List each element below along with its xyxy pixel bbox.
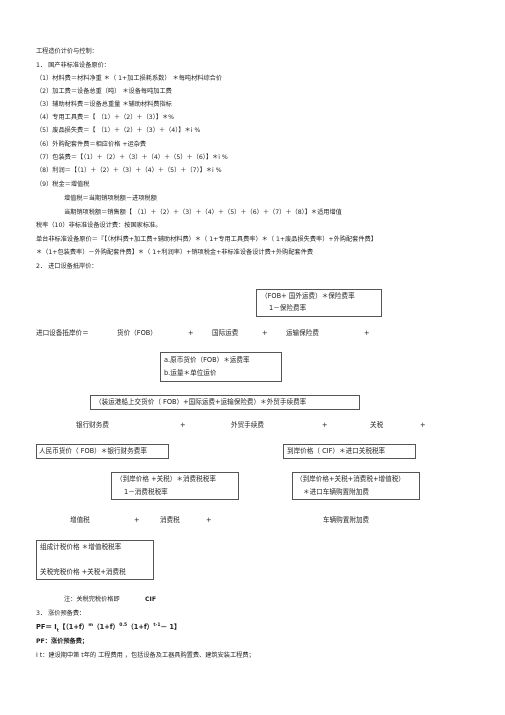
consumption-tax-denominator: 1－消费税税率: [124, 488, 168, 496]
s1-item-9: （9）税金＝增值税: [36, 181, 90, 188]
vat-label: 增值税: [70, 516, 90, 524]
s1-item-5: （5）废品损失费＝【 （1）＋（2）＋（3）＋（4）】＊i %: [36, 127, 201, 134]
tariff-box: 到岸价格（ CIF）＊进口关税税率: [283, 444, 416, 459]
vat-line-1: 增值税＝当期销项税额－进项税额: [64, 195, 157, 202]
formula-sup-m: m: [88, 623, 94, 628]
formula-sup-half: 0.5: [119, 623, 128, 628]
consumption-tax-numerator: （到岸价格 +关税）＊消费税税率: [116, 475, 216, 483]
vat-line-3: 税率（10）非标准设备设计费：按国家标准。: [36, 222, 162, 229]
plus-sign: +: [134, 516, 140, 524]
insurance-fee-denominator: 1－保险费率: [269, 304, 307, 312]
tariff-label: 关税: [370, 421, 384, 429]
plus-sign: +: [188, 329, 194, 337]
foreign-trade-fee-formula: （装运港船上交货价（ FOB）+国际运费+运输保险费）＊外贸手续费率: [95, 398, 307, 406]
plus-sign: +: [364, 329, 370, 337]
bank-fee-label: 银行财务费: [76, 421, 109, 429]
formula-subscript-t: t: [56, 628, 59, 634]
s1-item-7: （7）包装费＝【（1）＋（2）＋（3）＋（4）＋（5）＋（6）】＊i %: [36, 154, 228, 161]
s1-item-1: （1）材料费＝材料净重 ＊（ 1+加工损耗系数） ＊每吨材料综合价: [36, 75, 223, 82]
freight-method-a: a.原币货价（FOB）＊运费率: [164, 356, 250, 364]
pf-definition: PF：涨价预备费；: [36, 638, 89, 645]
bank-fee-formula: 人民币货价（ FOB）＊银行财务费率: [39, 447, 147, 455]
bank-fee-box: 人民币货价（ FOB）＊银行财务费率: [36, 444, 169, 459]
formula-d: － 1】: [160, 623, 181, 631]
vat-formula-numerator: 组成计税价格 ＊增值税税率: [40, 543, 122, 551]
s1-item-3: （3）辅助材料费＝设备总重量 ＊辅助材料费指标: [36, 101, 172, 108]
foreign-trade-fee-box: （装运港船上交货价（ FOB）+国际运费+运输保险费）＊外贸手续费率: [90, 395, 360, 410]
transport-insurance-label: 运输保险费: [286, 329, 319, 337]
formula-c: （1+f）: [127, 623, 154, 631]
vehicle-surcharge-box: （到岸价格+关税+消费税+增值税） ＊进口车辆购置附加费: [292, 472, 420, 500]
insurance-fee-numerator: （FOB+ 国外运费）＊保险费率: [261, 292, 355, 300]
intl-freight-label: 国际运费: [212, 329, 239, 337]
note-label: 注：关税完税价格即: [64, 596, 120, 603]
plus-sign: +: [322, 421, 328, 429]
freight-method-b: b.运量＊单位运价: [164, 369, 217, 377]
formula-sup-t1: t-1: [153, 623, 161, 628]
landed-price-label: 进口设备抵岸价＝: [36, 329, 89, 337]
vehicle-surcharge-line-2: ＊进口车辆购置附加费: [303, 488, 369, 496]
vat-formula-box: 组成计税价格 ＊增值税税率 关税完税价格 +关税+消费税: [36, 540, 154, 580]
vehicle-surcharge-line-1: （到岸价格+关税+消费税+增值税）: [296, 475, 405, 483]
unit-price-line-2: ＊（1+包装费率）－外购配套件费】＊（ 1+利润率）+销项税金+非标准设备设计费…: [36, 249, 314, 256]
insurance-fee-box: （FOB+ 国外运费）＊保险费率 1－保险费率: [256, 289, 382, 317]
s1-item-6: （6）外购配套件费＝相应价格 +运杂费: [36, 141, 147, 148]
formula-lhs: PF＝ I: [36, 623, 57, 631]
formula-a: 【（1+f）: [58, 623, 89, 631]
tariff-formula: 到岸价格（ CIF）＊进口关税税率: [287, 447, 386, 455]
it-definition: I t：建设期中第 t年的 工程费用 ，包括设备及工器具购置费、建筑安装工程费；: [36, 652, 255, 659]
s1-item-4: （4）专用工具费＝【 （1）＋（2）＋（3）】＊%: [36, 114, 175, 121]
plus-sign: +: [262, 329, 268, 337]
consumption-tax-label: 消费税: [160, 516, 180, 524]
note-cif: CIF: [145, 596, 157, 603]
consumption-tax-box: （到岸价格 +关税）＊消费税税率 1－消费税税率: [111, 472, 239, 500]
intl-freight-box: a.原币货价（FOB）＊运费率 b.运量＊单位运价: [160, 352, 282, 382]
vat-line-2: 当期销项税额＝销售额【 （1）＋（2）＋（3）＋（4）＋（5）＋（6）＋（7）＋…: [64, 209, 342, 216]
fob-label: 货价（FOB）: [117, 329, 157, 337]
price-contingency-formula: PF＝ It【（1+f）m（1+f）0.5（1+f）t-1－ 1】: [36, 623, 181, 634]
unit-price-line-1: 单台非标准设备原价＝『【（材料费+加工费+辅助材料费）＊（ 1+专用工具费率）＊…: [36, 236, 377, 243]
plus-sign: +: [420, 421, 426, 429]
foreign-trade-fee-label: 外贸手续费: [231, 421, 264, 429]
section-3-heading: 3． 涨价预备费：: [36, 610, 86, 617]
plus-sign: +: [180, 421, 186, 429]
vat-formula-tax-base: 关税完税价格 +关税+消费税: [40, 568, 126, 576]
formula-b: （1+f）: [93, 623, 120, 631]
doc-title: 工程造价计价与控制：: [36, 48, 98, 55]
section-2-heading: 2． 进口设备抵岸价：: [36, 263, 98, 270]
s1-item-8: （8）利润＝【（1）＋（2）＋（3）＋（4）＋（5）＋（7）】＊i %: [36, 167, 222, 174]
plus-sign: +: [206, 516, 212, 524]
section-1-heading: 1． 国产非标准设备原价：: [36, 62, 110, 69]
s1-item-2: （2）加工费＝设备总重（吨） ＊设备每吨加工费: [36, 88, 172, 95]
vehicle-surcharge-label: 车辆购置附加费: [323, 516, 370, 524]
